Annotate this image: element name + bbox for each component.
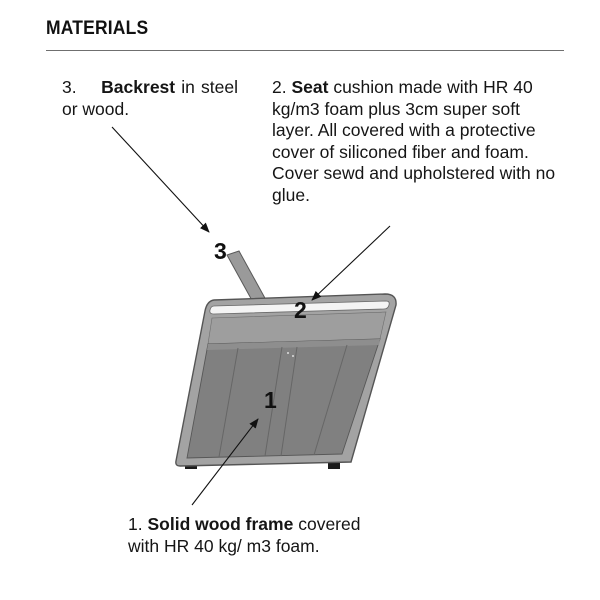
leader-frame xyxy=(191,418,259,506)
section-heading: MATERIALS xyxy=(46,18,149,39)
leader-backrest xyxy=(111,126,210,233)
seat-title: Seat xyxy=(291,77,329,97)
panel-slat xyxy=(218,347,239,458)
frame-text: covered with HR 40 kg/ m3 foam. xyxy=(128,514,361,556)
seat-text: cushion made with HR 40 kg/m3 foam plus … xyxy=(272,77,556,205)
frame-title: Solid wood frame xyxy=(147,514,294,534)
marker-1: 1 xyxy=(264,387,277,413)
backrest-text: in steel or wood. xyxy=(62,77,238,119)
seat-inner-panel xyxy=(186,338,381,459)
backrest-bar xyxy=(226,250,267,305)
seat-number: 2. xyxy=(272,77,287,97)
panel-slat xyxy=(264,346,283,457)
backrest-title: Backrest xyxy=(101,77,176,97)
seat-top-rail xyxy=(209,300,390,315)
seat-panel-edge xyxy=(207,339,380,350)
frame-callout: 1. Solid wood frame covered with HR 40 k… xyxy=(128,514,368,557)
backrest-number: 3. xyxy=(62,77,77,97)
marker-2: 2 xyxy=(294,297,307,323)
panel-slat xyxy=(313,344,348,456)
backrest-callout: 3. Backrest in steel or wood. xyxy=(62,77,238,120)
foot-right xyxy=(328,458,340,469)
frame-number: 1. xyxy=(128,514,143,534)
leader-seat xyxy=(311,225,391,301)
seat-callout: 2. Seat cushion made with HR 40 kg/m3 fo… xyxy=(272,77,562,206)
panel-slat xyxy=(280,346,298,457)
marker-3: 3 xyxy=(214,238,227,264)
panel-dot xyxy=(292,355,294,357)
panel-dot xyxy=(287,352,289,354)
heading-divider xyxy=(46,50,564,51)
